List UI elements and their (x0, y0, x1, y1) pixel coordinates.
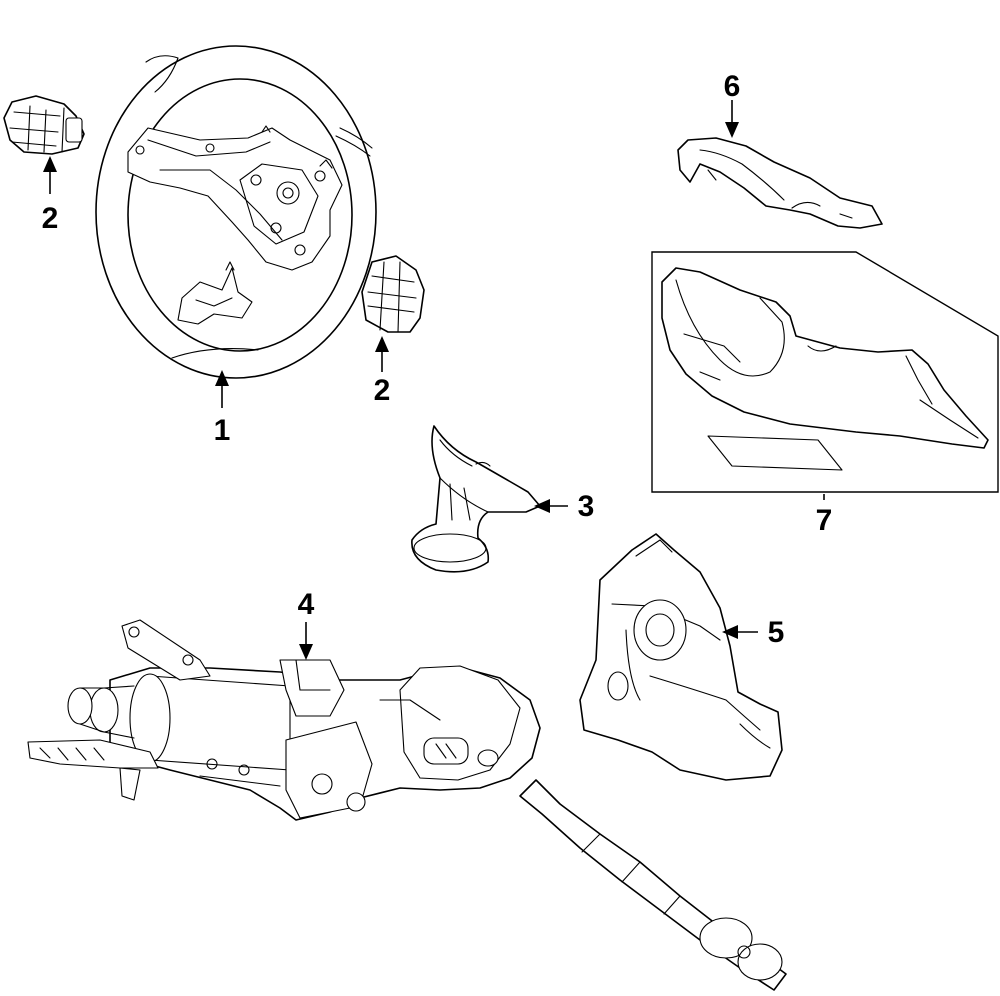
callout-5: 5 (722, 616, 784, 649)
callout-label-3: 3 (578, 490, 595, 523)
callout-7: 7 (816, 494, 833, 537)
steering-column (27, 619, 787, 991)
assembly-frame (651, 251, 999, 493)
switch-right (361, 255, 425, 333)
callout-1: 1 (214, 370, 231, 447)
callout-2-left: 2 (42, 156, 59, 235)
lower-shroud-assembly (651, 251, 999, 493)
callout-label-2-right: 2 (374, 374, 391, 407)
boot (411, 425, 541, 573)
callout-label-1: 1 (214, 414, 231, 447)
callout-4: 4 (298, 588, 315, 660)
column-cover-panel (579, 533, 783, 781)
callout-label-2-left: 2 (42, 202, 59, 235)
callout-label-5: 5 (768, 616, 785, 649)
steering-wheel (95, 45, 377, 379)
callout-2-right: 2 (374, 336, 391, 407)
callout-label-4: 4 (298, 588, 315, 621)
upper-shroud (677, 137, 883, 229)
callout-label-7: 7 (816, 504, 833, 537)
callout-label-6: 6 (724, 70, 741, 103)
switch-left (3, 95, 85, 155)
callout-6: 6 (724, 70, 741, 138)
callout-3: 3 (534, 490, 594, 523)
